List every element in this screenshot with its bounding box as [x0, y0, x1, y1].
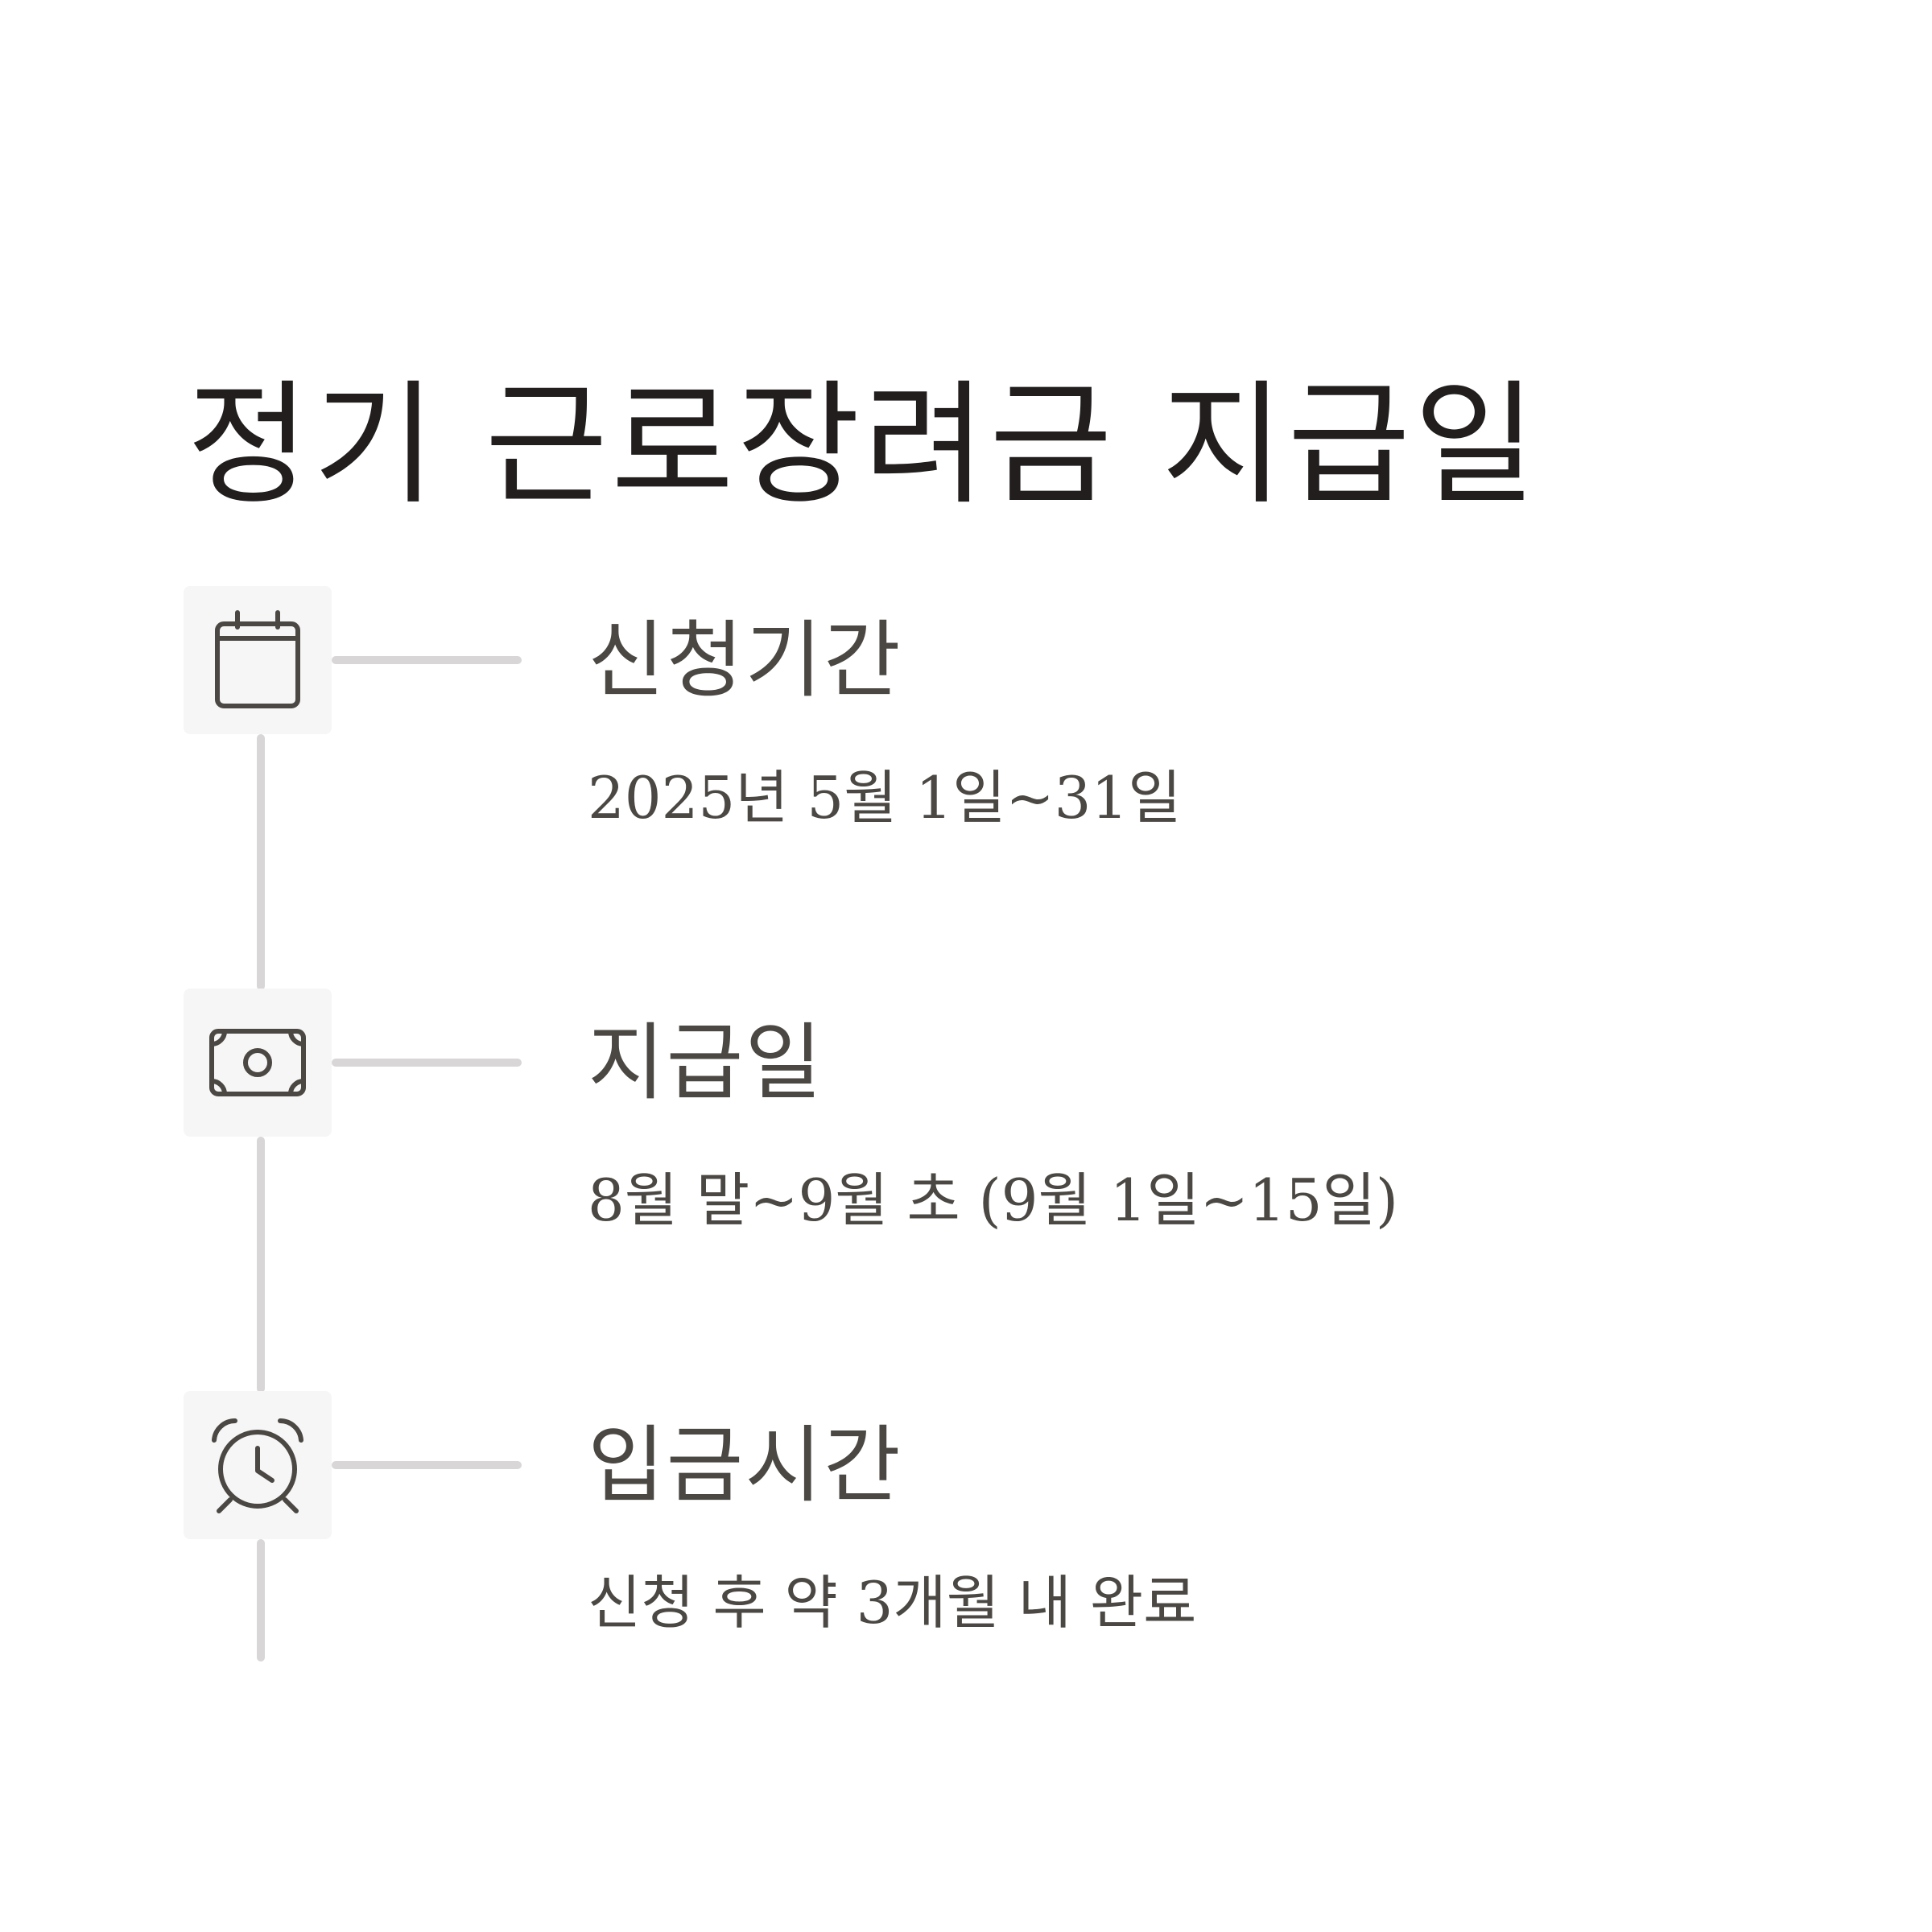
calendar-icon-box — [184, 586, 332, 734]
banknote-icon-box — [184, 989, 332, 1137]
calendar-icon — [215, 610, 300, 708]
alarm-clock-icon — [212, 1418, 303, 1513]
item-value: 신청 후 약 3개월 내 완료 — [588, 1569, 1197, 1637]
item-label: 입금시간 — [588, 1416, 902, 1514]
timeline-branch — [332, 1461, 522, 1469]
timeline-connector — [257, 734, 265, 990]
timeline-connector — [257, 1539, 265, 1662]
alarm-clock-icon-box — [184, 1391, 332, 1539]
timeline-branch — [332, 1059, 522, 1067]
item-label: 지급일 — [588, 1013, 824, 1112]
timeline-branch — [332, 656, 522, 664]
page-title: 정기 근로장려금 지급일 — [187, 368, 1540, 524]
banknote-icon — [209, 1029, 306, 1096]
timeline-connector — [257, 1137, 265, 1393]
item-value: 8월 말~9월 초 (9월 1일~15일) — [588, 1166, 1398, 1234]
item-label: 신청기간 — [588, 611, 902, 709]
item-value: 2025년 5월 1일~31일 — [588, 764, 1182, 832]
